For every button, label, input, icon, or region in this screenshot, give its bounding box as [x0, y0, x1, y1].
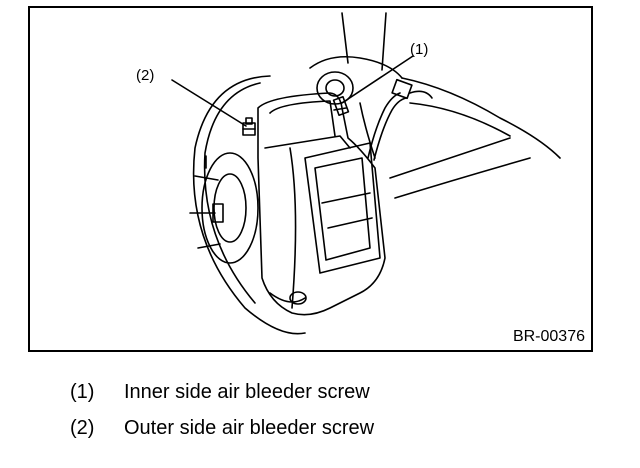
callout-leader-1: [341, 55, 414, 104]
figure-frame: (1) (2) BR-00376: [28, 6, 593, 352]
callout-1-label: (1): [410, 41, 429, 58]
legend-number: (1): [70, 381, 95, 403]
brake-caliper-illustration: [171, 12, 561, 335]
figure-code: BR-00376: [512, 328, 585, 345]
legend-text: Outer side air bleeder screw: [124, 417, 375, 439]
brake-hose: [367, 78, 413, 161]
legend-number: (2): [70, 417, 95, 439]
legend: (1) Inner side air bleeder screw (2) Out…: [70, 382, 374, 454]
caliper-body: [257, 92, 386, 316]
legend-item: (2) Outer side air bleeder screw: [70, 418, 374, 454]
outer-bleeder-screw: [242, 117, 256, 136]
brake-rotor: [189, 75, 306, 335]
legend-text: Inner side air bleeder screw: [124, 381, 370, 403]
legend-item: (1) Inner side air bleeder screw: [70, 382, 374, 418]
callout-2-label: (2): [136, 67, 155, 84]
inner-bleeder-screw: [332, 95, 350, 117]
callout-leader-2: [171, 79, 247, 127]
suspension-arm: [309, 12, 561, 199]
